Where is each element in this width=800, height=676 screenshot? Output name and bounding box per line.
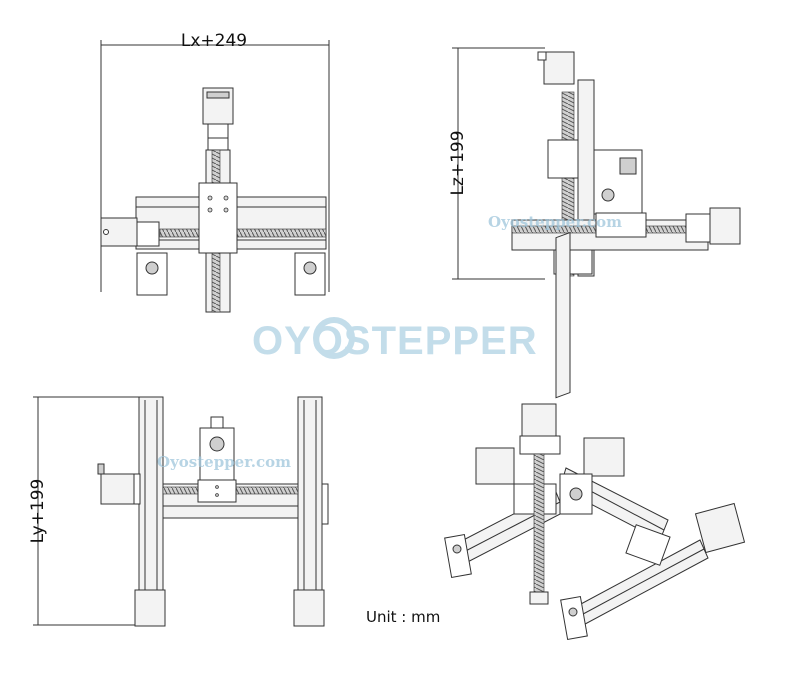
watermark-site-front: Oyostepper.com [157,453,291,471]
gear-icon [313,317,355,359]
iso-back-motor [583,437,625,477]
brand-logo-text: OYOSTEPPER [252,319,538,363]
iso-left-motor [475,447,515,485]
isometric-view [444,231,746,641]
side-view-motor [543,51,575,85]
iso-z-screw [533,453,545,603]
side-view-carriage [547,139,579,179]
front-height-dimension: Ly+199 [28,396,140,626]
iso-z-motor [521,403,557,439]
front-view-right-motor [293,589,325,627]
front-view-right-column [297,396,323,594]
top-width-dimension: Lx+249 [100,31,330,292]
front-view-carriage [197,479,237,503]
unit-label: Unit : mm [366,608,440,626]
front-view: Ly+199 Oyostepper.com [28,396,329,627]
side-view: Lz+199 Oyostepper.com [448,47,741,280]
side-height-label: Lz+199 [448,130,468,195]
front-view-left-motor [134,589,166,627]
brand-watermark: OYOSTEPPER [252,317,538,363]
front-height-label: Ly+199 [28,479,48,544]
front-view-left-column [138,396,164,594]
watermark-site-side: Oyostepper.com [488,213,622,231]
top-view: Lx+249 [100,31,330,313]
side-height-dimension: Lz+199 [448,47,545,280]
top-view-carriage [198,182,238,254]
side-view-x-motor [709,207,741,245]
iso-right-motor [694,502,746,554]
top-width-label: Lx+249 [181,31,247,51]
front-view-x-motor [100,473,136,505]
